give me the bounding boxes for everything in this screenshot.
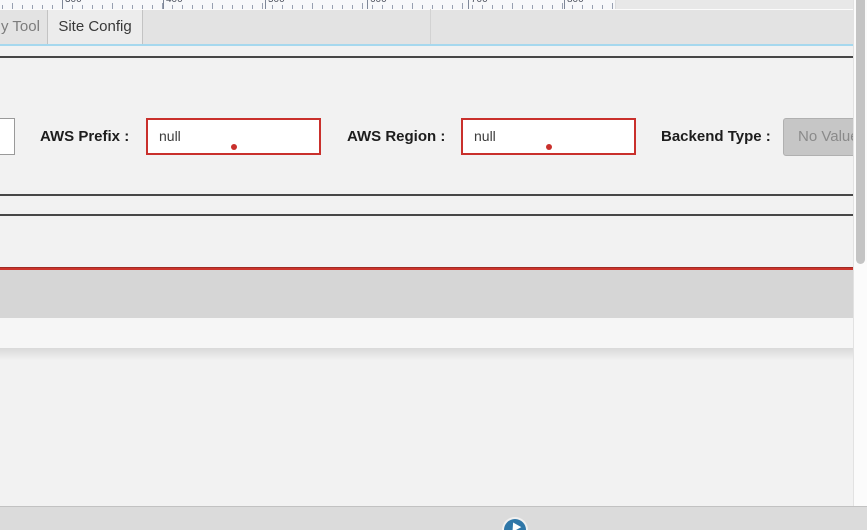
ruler-label: 300 — [62, 0, 82, 9]
arrow-cursor-icon — [508, 520, 522, 530]
aws-prefix-field — [146, 118, 321, 155]
ruler-label: 400 — [163, 0, 183, 9]
top-strip: 300 400 500 600 700 800 — [0, 0, 867, 9]
panel-strip — [0, 318, 853, 348]
section-divider — [0, 56, 853, 58]
backend-type-label: Backend Type : — [661, 128, 771, 145]
section-divider — [0, 194, 853, 196]
section-divider — [0, 214, 853, 216]
ruler-label: 800 — [564, 0, 584, 9]
bottom-status-band — [0, 506, 867, 530]
scrollbar-thumb[interactable] — [856, 0, 865, 264]
validation-dot-icon — [545, 144, 552, 150]
tab-query-tool[interactable]: y Tool — [0, 10, 47, 44]
aws-prefix-label: AWS Prefix : — [40, 128, 130, 145]
panel-shadow — [0, 348, 853, 361]
tab-bar: y Tool Site Config — [0, 9, 853, 44]
vertical-scrollbar[interactable] — [853, 0, 867, 506]
ruler-label: 500 — [265, 0, 285, 9]
floating-action-button[interactable] — [504, 519, 526, 530]
tab-bar-accent-line — [0, 44, 853, 46]
tab-bar-divider — [430, 9, 431, 44]
aws-region-field — [461, 118, 636, 155]
aws-region-label: AWS Region : — [347, 128, 446, 145]
horizontal-ruler: 300 400 500 600 700 800 — [0, 0, 616, 9]
toolbar-band — [0, 270, 867, 318]
red-divider — [0, 267, 853, 270]
ruler-label: 700 — [468, 0, 488, 9]
validation-dot-icon — [230, 144, 237, 150]
tab-site-config[interactable]: Site Config — [47, 10, 143, 44]
tab-label: Site Config — [58, 18, 132, 35]
tab-label: y Tool — [1, 18, 40, 35]
lower-panel — [0, 348, 853, 506]
ruler-label: 600 — [367, 0, 387, 9]
partial-input-left[interactable] — [0, 118, 15, 155]
